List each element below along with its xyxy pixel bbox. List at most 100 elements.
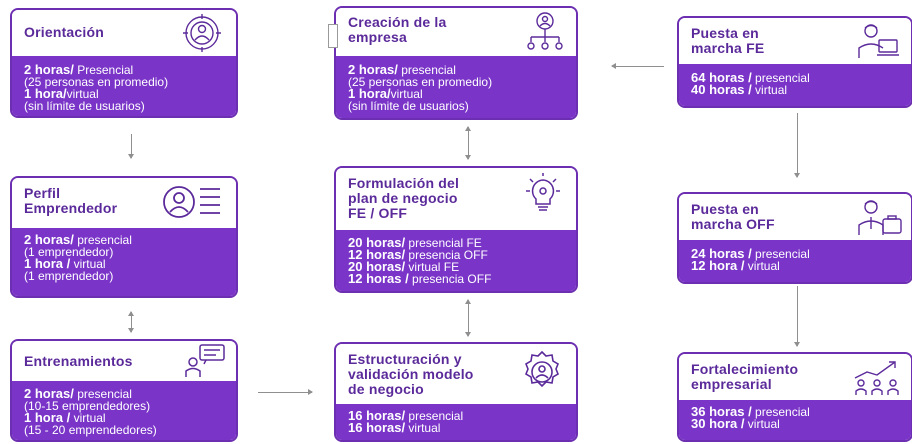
card-line: 1 hora / virtual <box>24 411 226 425</box>
card-puesta-marcha-fe: Puesta en marcha FE 64 horas / presencia… <box>677 16 912 108</box>
card-line: 2 horas/ presencial <box>24 386 226 401</box>
line-text: presencia OFF <box>408 272 492 286</box>
person-target-icon <box>183 14 221 52</box>
card-perfil-emprendedor: Perfil Emprendedor 2 horas/ presencial(1… <box>10 176 238 298</box>
hours-value: 40 horas / <box>691 82 752 97</box>
hours-value: 20 horas/ <box>348 235 406 250</box>
card-title-line-1: Perfil <box>24 185 61 201</box>
card-lines: 2 horas/ presencial(1 emprendedor)1 hora… <box>24 232 226 282</box>
card-line: 1 hora / virtual <box>24 257 226 271</box>
line-text: (15 - 20 emprendedores) <box>24 423 157 437</box>
arrow-puesta-off-to-fortalecimiento <box>794 286 800 347</box>
line-text: virtual <box>70 257 106 271</box>
card-title-line-1: Fortalecimiento <box>691 361 799 377</box>
line-text: presencial <box>73 233 132 247</box>
person-briefcase-icon <box>858 200 902 235</box>
card-line: 20 horas/ virtual FE <box>348 259 566 274</box>
arrow-perfil-to-entrenamientos <box>128 311 134 333</box>
lightbulb-gear-icon <box>526 173 560 211</box>
line-text: virtual <box>390 87 423 101</box>
card-title-line-2: plan de negocio <box>348 190 458 206</box>
hours-value: 24 horas / <box>691 246 752 261</box>
card-line: (15 - 20 emprendedores) <box>24 424 226 436</box>
card-line: (sin límite de usuarios) <box>348 100 566 112</box>
card-line: 20 horas/ presencial FE <box>348 235 566 250</box>
selection-fragment <box>328 24 338 48</box>
line-text: (25 personas en promedio) <box>24 75 169 89</box>
card-line: 24 horas / presencial <box>691 246 901 261</box>
arrow-estructuracion-to-formulacion <box>465 299 471 337</box>
card-line: (25 personas en promedio) <box>348 76 566 88</box>
card-header: Fortalecimiento empresarial <box>679 354 911 400</box>
card-title-line-1: Puesta en <box>691 25 759 41</box>
card-title-line-2: empresarial <box>691 376 772 392</box>
card-line: (1 emprendedor) <box>24 270 226 282</box>
card-line: (10-15 emprendedores) <box>24 400 226 412</box>
card-fortalecimiento: Fortalecimiento empresarial 36 horas / p… <box>677 352 912 442</box>
line-text: presencial <box>397 63 456 77</box>
card-header: Entrenamientos <box>12 341 236 381</box>
card-title-line-2: validación modelo <box>348 366 474 382</box>
card-title-line-1: Puesta en <box>691 201 759 217</box>
line-text: (1 emprendedor) <box>24 269 114 283</box>
line-text: (sin límite de usuarios) <box>24 99 145 113</box>
card-header: Estructuración y validación modelo de ne… <box>336 344 576 404</box>
card-body: 2 horas/ presencial(10-15 emprendedores)… <box>12 381 236 440</box>
card-title: Entrenamientos <box>24 353 133 369</box>
hours-value: 2 horas/ <box>24 232 74 247</box>
card-line: (25 personas en promedio) <box>24 76 226 88</box>
org-chart-icon <box>527 12 563 50</box>
gear-person-icon <box>525 350 559 388</box>
card-header: Puesta en marcha OFF <box>679 194 911 240</box>
card-line: 1 hora/virtual <box>348 86 566 101</box>
hours-value: 12 horas/ <box>348 247 406 262</box>
card-lines: 2 horas/ presencial(10-15 emprendedores)… <box>24 386 226 436</box>
line-text: virtual <box>66 87 99 101</box>
card-header: Orientación <box>12 10 236 56</box>
card-line: 64 horas / presencial <box>691 70 901 85</box>
card-line: (sin límite de usuarios) <box>24 100 226 112</box>
card-line: 2 horas/ presencial <box>348 62 566 77</box>
person-profile-icon <box>163 186 220 218</box>
card-body: 2 horas/ presencial(25 personas en prome… <box>336 56 576 118</box>
hours-value: 2 horas/ <box>348 62 398 77</box>
line-text: presencial <box>751 71 810 85</box>
card-body: 2 horas/ Presencial(25 personas en prome… <box>12 56 236 116</box>
card-lines: 2 horas/ Presencial(25 personas en prome… <box>24 63 226 112</box>
hours-value: 64 horas / <box>691 70 752 85</box>
line-text: (10-15 emprendedores) <box>24 399 151 413</box>
line-text: virtual FE <box>405 260 460 274</box>
hours-value: 16 horas/ <box>348 408 406 423</box>
card-header: Puesta en marcha FE <box>679 18 911 64</box>
card-title-line-3: FE / OFF <box>348 205 408 221</box>
card-title-line-1: Formulación del <box>348 175 460 191</box>
hours-value: 2 horas/ <box>24 386 74 401</box>
card-title-line-2: marcha OFF <box>691 216 775 232</box>
card-line: 12 horas / presencia OFF <box>348 272 566 286</box>
card-line: (1 emprendedor) <box>24 246 226 258</box>
card-orientacion: Orientación 2 horas/ Presencial(25 perso… <box>10 8 238 118</box>
card-line: 1 hora/virtual <box>24 87 226 101</box>
line-text: presencial <box>73 387 132 401</box>
card-title-line-3: de negocio <box>348 381 424 397</box>
line-text: Presencial <box>73 63 134 77</box>
line-text: virtual <box>70 411 106 425</box>
person-laptop-icon <box>858 24 899 58</box>
card-line: 36 horas / presencial <box>691 405 901 418</box>
line-text: virtual <box>744 417 780 431</box>
arrow-formulacion-to-creacion <box>465 126 471 160</box>
card-title-line-1: Estructuración y <box>348 351 462 367</box>
line-text: virtual <box>751 83 788 97</box>
card-header: Formulación del plan de negocio FE / OFF <box>336 168 576 230</box>
line-text: presencial <box>405 409 464 423</box>
hours-value: 1 hora/ <box>348 86 391 101</box>
hours-value: 20 horas/ <box>348 259 406 274</box>
trainer-board-icon <box>185 344 225 377</box>
card-line: 16 horas/ virtual <box>348 421 566 434</box>
